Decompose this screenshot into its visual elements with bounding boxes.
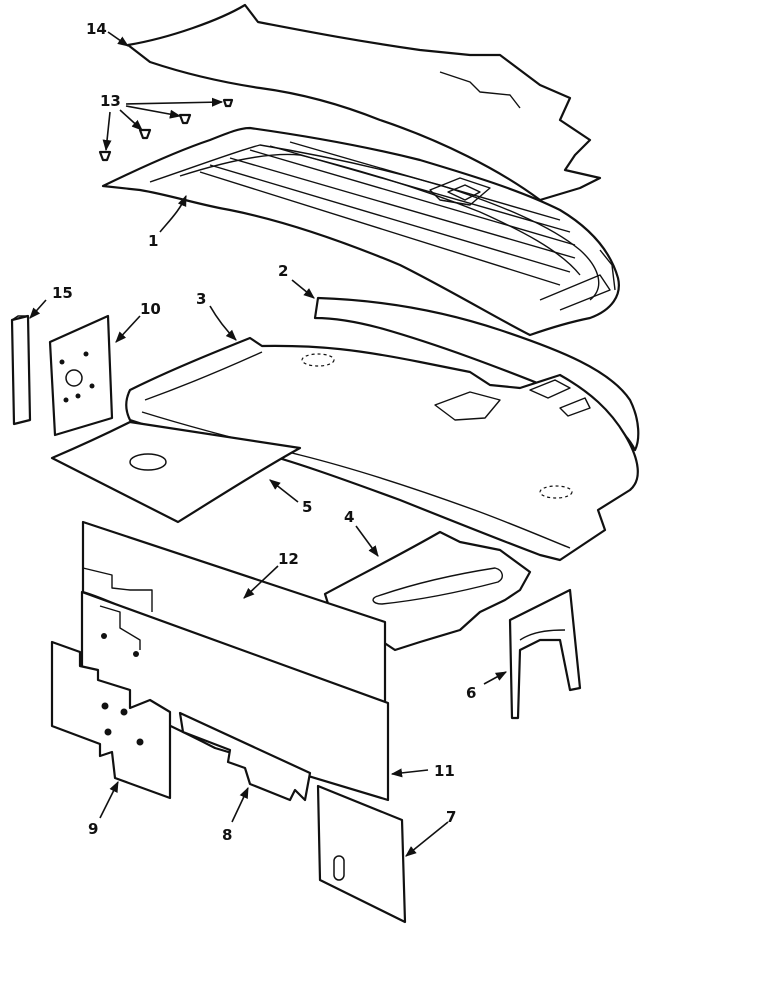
part-6-u-panel <box>508 588 582 720</box>
callout-6: 6 <box>466 684 476 702</box>
leader-15 <box>29 299 47 319</box>
leader-13-b <box>125 105 182 119</box>
leader-1 <box>159 194 187 233</box>
callout-10: 10 <box>140 300 161 318</box>
leader-12 <box>243 565 279 599</box>
leader-13-c <box>119 109 143 131</box>
leader-14 <box>107 31 129 47</box>
leader-13-d <box>102 111 112 152</box>
leader-4 <box>355 525 379 557</box>
leader-5 <box>269 479 299 503</box>
part-15-foam-block <box>10 314 32 426</box>
part-2-front-strip <box>313 296 640 452</box>
leader-2 <box>291 279 315 299</box>
part-8-small-strip <box>178 711 312 802</box>
part-10-small-plate <box>48 314 114 437</box>
callout-7: 7 <box>446 808 456 826</box>
leader-3 <box>209 305 237 341</box>
callout-8: 8 <box>222 826 232 844</box>
callout-12: 12 <box>278 550 299 568</box>
leader-13-a <box>125 97 224 107</box>
callout-3: 3 <box>196 290 206 308</box>
callout-13: 13 <box>100 92 121 110</box>
leader-8 <box>231 786 249 823</box>
callout-labels: 14 13 1 2 3 15 10 5 4 12 6 11 9 8 7 <box>52 20 476 844</box>
leader-10 <box>115 315 141 343</box>
screw-1 <box>222 98 234 108</box>
part-7-bottom-panel <box>316 784 407 924</box>
screw-4 <box>98 150 112 162</box>
callout-4: 4 <box>344 508 354 526</box>
callout-9: 9 <box>88 820 98 838</box>
callout-15: 15 <box>52 284 73 302</box>
callout-5: 5 <box>302 498 312 516</box>
leader-7 <box>405 821 449 857</box>
leader-11 <box>390 768 429 778</box>
leader-9 <box>99 780 119 819</box>
part-5-flat-pad <box>50 420 302 524</box>
callout-14: 14 <box>86 20 107 38</box>
callout-11: 11 <box>434 762 455 780</box>
callout-1: 1 <box>148 232 158 250</box>
part-14-headliner <box>126 3 602 202</box>
part-3-main-board <box>125 336 639 562</box>
screw-3 <box>138 128 152 140</box>
leader-lines <box>29 31 507 857</box>
callout-2: 2 <box>278 262 288 280</box>
screw-group-13 <box>98 98 234 162</box>
part-9-hole-panel <box>50 640 172 800</box>
part-1-roof-frame <box>101 126 620 337</box>
leader-6 <box>483 671 507 685</box>
screw-2 <box>178 113 192 125</box>
